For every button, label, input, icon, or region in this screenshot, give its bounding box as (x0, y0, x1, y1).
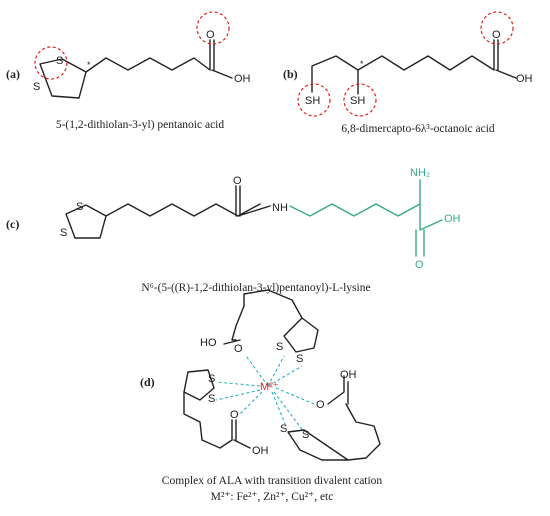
panel-c-label: (c) (6, 217, 19, 231)
oxygen-atom: O (206, 29, 215, 41)
panel-d: (d) HO O S S S S O OH OH O S S (140, 289, 383, 503)
hydroxyl-bond (495, 69, 517, 79)
panel-d-caption-line1: Complex of ALA with transition divalent … (162, 475, 383, 487)
panel-b-caption: 6,8-dimercapto-6λ³-octanoic acid (341, 123, 495, 135)
hydroxyl-group: OH (252, 445, 269, 457)
disulfide-highlight-circle (34, 46, 68, 80)
panel-a: (a) S S O OH * 5-(1,2-dithiolan-3-yl) pe… (6, 11, 251, 131)
panel-c-caption: N⁶-(5-((R)-1,2-dithiolan-3-yl)pentanoyl)… (141, 282, 370, 294)
left-dithiolane-ring (183, 369, 215, 401)
hydroxyl-group: OH (444, 213, 461, 225)
hydroxyl-group: OH (516, 73, 533, 85)
sulfur-atom: S (33, 81, 40, 93)
coordination-bond (267, 365, 303, 387)
sulfur-atom: S (56, 55, 63, 67)
thiol-group: SH (305, 95, 320, 107)
hydroxyl-bond (211, 69, 233, 79)
coordination-bond (215, 389, 261, 401)
panel-b: (b) SH SH O OH * 6,8-dimercapto-6λ³-octa… (283, 11, 533, 135)
top-ligand-chain (243, 289, 303, 319)
coordination-bond (245, 355, 269, 387)
panel-a-caption: 5-(1,2-dithiolan-3-yl) pentanoic acid (56, 119, 225, 131)
coordination-bond (267, 355, 285, 387)
sulfur-atom: S (76, 201, 83, 213)
panel-a-label: (a) (6, 67, 20, 81)
carbonyl-highlight-circle (480, 11, 514, 45)
oxygen-atom: O (415, 259, 424, 271)
carbonyl-bond (209, 39, 215, 71)
hydroxyl-group: OH (234, 73, 251, 85)
oxygen-atom: O (492, 29, 501, 41)
right-ligand-chain (345, 403, 381, 461)
thiol-highlight-circle (297, 83, 331, 117)
right-ligand-carboxyl (327, 375, 349, 405)
top-ligand-oh-bond (223, 339, 241, 345)
dithiolane-ring (65, 204, 107, 239)
coordination-bond (271, 391, 287, 427)
sulfur-atom: S (60, 227, 67, 239)
amide-carbonyl-bond (235, 185, 241, 217)
lysine-chain (289, 179, 421, 217)
coordination-bond (239, 391, 263, 415)
amide-nh: NH (272, 202, 288, 214)
dithiolane-ring (39, 58, 87, 99)
oxygen-atom: O (234, 343, 243, 355)
left-ligand-chain (183, 391, 233, 449)
hydroxyl-group: HO (200, 337, 217, 349)
oxygen-atom: O (233, 175, 242, 187)
sulfur-atom: S (208, 393, 215, 405)
thiol-highlight-circle (343, 83, 377, 117)
panel-c: (c) S S O NH NH₂ O OH N⁶-(5-((R)-1,2-dit… (6, 167, 461, 294)
coordination-bond (215, 381, 261, 387)
oxygen-atom: O (316, 399, 325, 411)
panel-b-label: (b) (283, 67, 298, 81)
chiral-center-marker: * (360, 59, 364, 69)
carboxyl-bond (415, 203, 443, 257)
sulfur-atom: S (296, 353, 303, 365)
sulfur-atom: S (280, 423, 287, 435)
oxygen-atom: O (230, 409, 239, 421)
pentanoic-chain (85, 57, 211, 73)
thiol-group: SH (350, 95, 365, 107)
carbonyl-highlight-circle (196, 11, 230, 45)
top-dithiolane-ring (283, 317, 319, 353)
chiral-center-marker: * (87, 60, 91, 70)
amino-group: NH₂ (410, 167, 430, 179)
octanoic-chain (311, 39, 495, 93)
sulfur-atom: S (302, 429, 309, 441)
sulfur-atom: S (208, 373, 215, 385)
panel-d-caption-line2: M²⁺: Fe²⁺, Zn²⁺, Cu²⁺, etc (211, 491, 334, 503)
pentanoyl-chain (105, 203, 261, 217)
coordination-bond (273, 391, 305, 433)
left-ligand-carboxyl (231, 419, 251, 449)
panel-d-label: (d) (140, 375, 155, 389)
amide-bond (237, 205, 271, 217)
coordination-bond (275, 387, 315, 405)
right-dithiolane-ring (287, 429, 349, 461)
sulfur-atom: S (276, 341, 283, 353)
top-ligand-carboxyl (231, 305, 245, 341)
metal-cation: M²⁺ (260, 381, 279, 393)
hydroxyl-group: OH (340, 369, 357, 381)
